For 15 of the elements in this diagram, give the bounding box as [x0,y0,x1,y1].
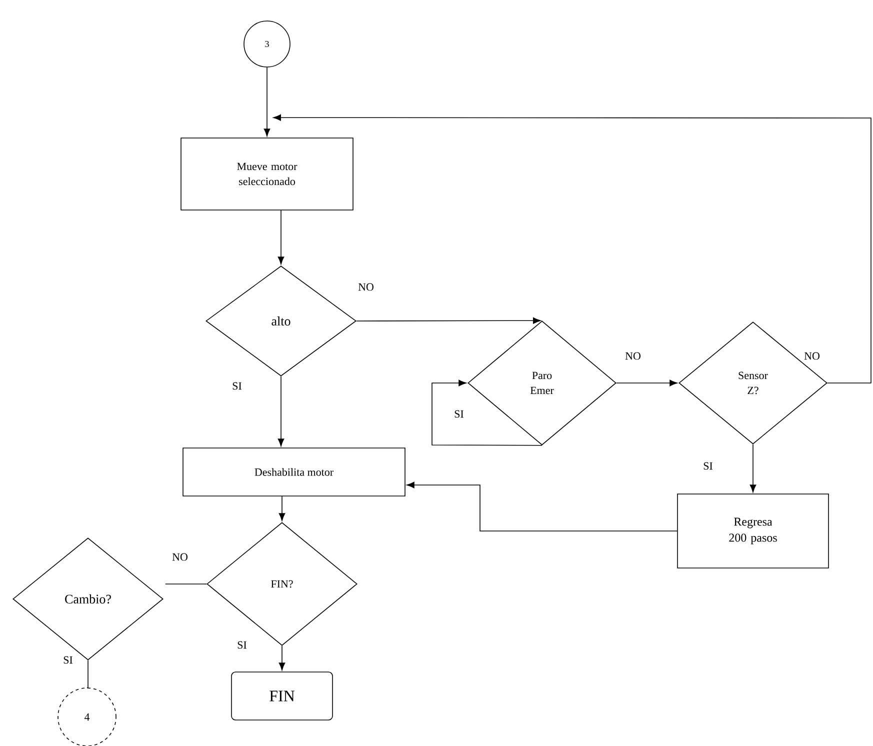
process-box: Regresa 200 pasos [677,494,829,568]
arrow [750,444,756,492]
arrow [278,645,286,670]
arrow [432,380,542,446]
arrow [406,482,678,532]
arrow [264,66,270,136]
arrow [278,376,284,446]
arrow [273,114,872,384]
arrow [278,496,286,521]
process-box: Mueve motor seleccionado [180,138,354,210]
arrow [356,317,541,324]
terminal-box: FIN [231,672,333,720]
arrow [278,210,284,264]
process-box: Deshabilita motor [182,448,406,496]
arrow [616,380,678,386]
